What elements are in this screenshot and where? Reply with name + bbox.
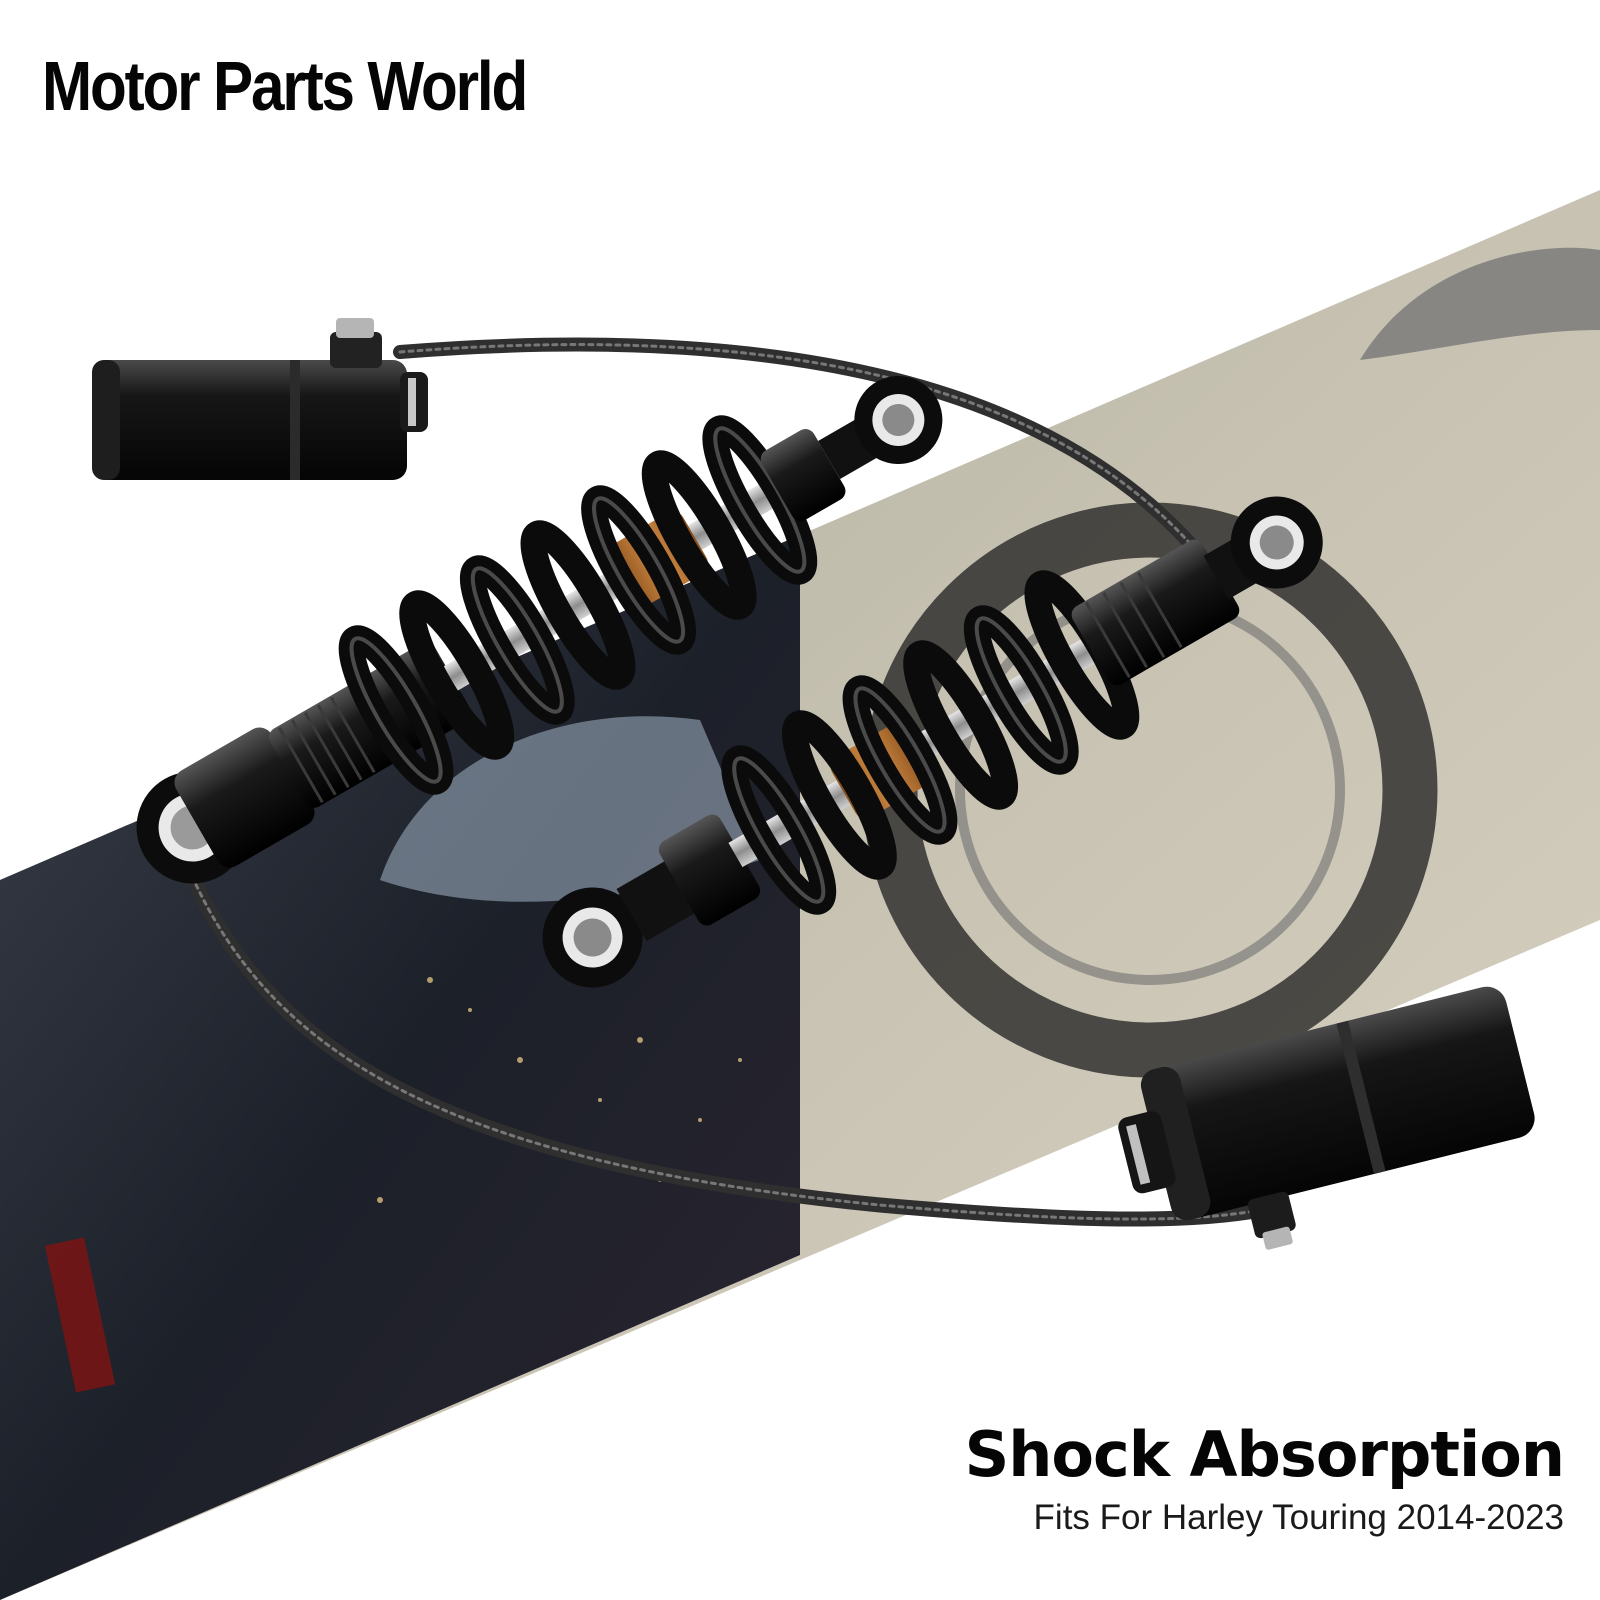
remote-reservoir-icon (1118, 986, 1535, 1250)
product-headline: Shock Absorption (964, 1418, 1565, 1491)
coilover-shock-icon (136, 376, 943, 884)
brand-title: Motor Parts World (42, 47, 528, 125)
remote-reservoir-icon (92, 318, 428, 480)
fitment-subtitle: Fits For Harley Touring 2014-2023 (1033, 1498, 1564, 1537)
coilover-shock-icon (542, 496, 1323, 988)
